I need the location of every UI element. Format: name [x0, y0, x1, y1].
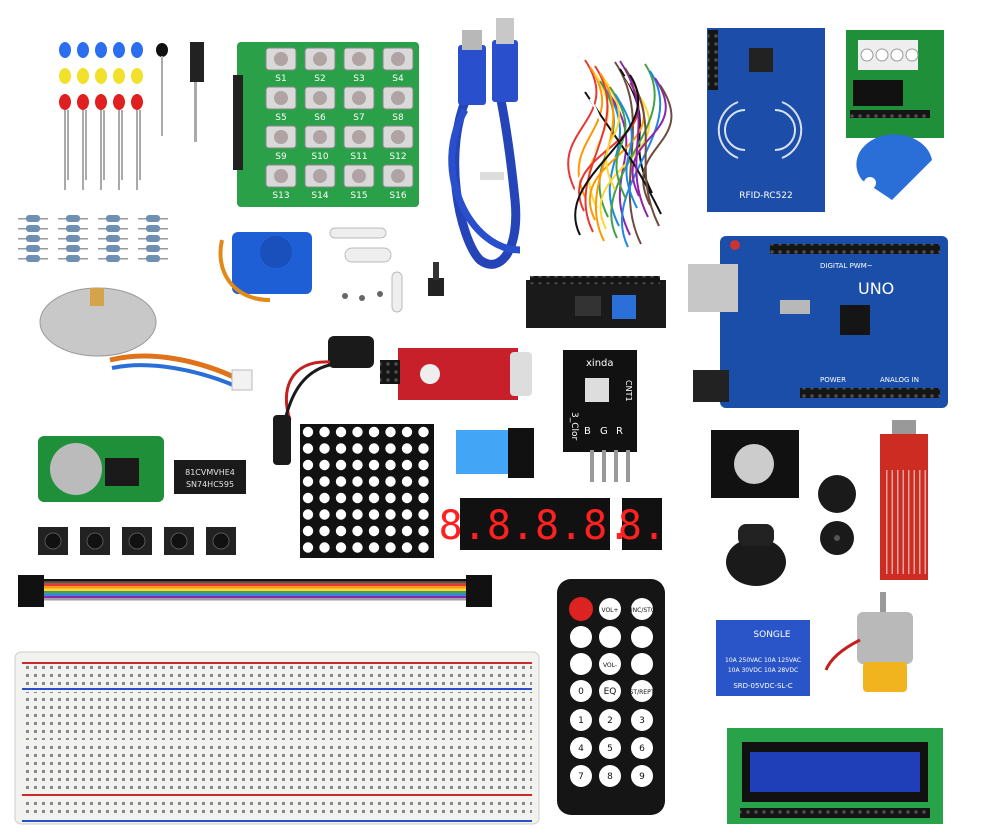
- rfid-module: RFID-RC522: [707, 28, 825, 212]
- keypad-key-label: S13: [272, 191, 289, 201]
- remote-button-label: FUNC/STOP: [625, 607, 660, 614]
- keypad-key-label: S5: [275, 113, 286, 123]
- keypad-key-label: S16: [389, 191, 406, 201]
- arduino-uno-board: UNO DIGITAL PWM~ POWER ANALOG IN: [688, 236, 948, 408]
- keypad-key-label: S15: [350, 191, 367, 201]
- dht11-sensor: [456, 428, 534, 478]
- rgb-side-label: 3_Clor: [569, 412, 579, 441]
- relay-brand: SONGLE: [753, 630, 791, 640]
- remote-button-label: EQ: [604, 687, 617, 697]
- keypad-key-label: S12: [389, 152, 406, 162]
- stepper-driver-board: [846, 30, 944, 138]
- rgb-pin-b: B: [584, 426, 591, 437]
- dc-motor: [824, 592, 913, 692]
- remote-button-label: 6: [639, 744, 645, 754]
- keypad-key-label: S4: [392, 74, 404, 84]
- one-digit-7-segment: 8.: [618, 498, 666, 550]
- remote-button-label: 1: [578, 716, 584, 726]
- lcd-1602-display: [727, 728, 943, 824]
- relay-module: SONGLE 10A 250VAC 10A 125VAC 10A 30VDC 1…: [716, 620, 810, 696]
- rgb-brand: xinda: [586, 358, 614, 369]
- rgb-led-module: xinda 3_Clor CNT1 B G R: [563, 350, 637, 482]
- remote-button-label: VOL+: [601, 607, 618, 614]
- rfid-label: RFID-RC522: [739, 191, 793, 201]
- servo-motor: [218, 232, 312, 302]
- dupont-ribbon-cable: [18, 575, 492, 607]
- remote-button-label: 2: [607, 716, 613, 726]
- remote-button-label: 7: [578, 772, 584, 782]
- led-set: [59, 42, 204, 190]
- keypad-key-label: S10: [311, 152, 328, 162]
- stepper-motor: [39, 287, 253, 391]
- rgb-cnt-label: CNT1: [624, 380, 633, 402]
- shift-register-chip: 81CVMVHE4 SN74HC595: [174, 460, 246, 494]
- resistor-set: [18, 215, 168, 262]
- breadboard: [14, 651, 540, 825]
- jumper-wires: [567, 59, 673, 248]
- keypad-key-label: S9: [275, 152, 287, 162]
- keypad-key-label: S3: [353, 74, 364, 84]
- relay-line1: 10A 250VAC 10A 125VAC: [725, 657, 801, 664]
- keypad-key-label: S1: [275, 74, 286, 84]
- remote-button-label: 3: [639, 716, 645, 726]
- remote-button-label: 9: [639, 772, 645, 782]
- keypad-key-label: S8: [392, 113, 404, 123]
- remote-button-label: 0: [578, 687, 584, 697]
- water-level-sensor: [880, 420, 928, 580]
- buzzers: [818, 475, 856, 555]
- keypad-key-label: S6: [314, 113, 326, 123]
- arduino-digital-label: DIGITAL PWM~: [820, 262, 873, 270]
- servo-horns: [329, 227, 403, 313]
- arduino-power-label: POWER: [820, 376, 846, 384]
- rtc-clock-module: [38, 436, 164, 502]
- sound-sensor-module: [380, 348, 532, 400]
- usb-cable: [448, 18, 521, 269]
- keypad-key-label: S11: [350, 152, 367, 162]
- four-digit-value: 8.8.8.8.: [439, 503, 632, 549]
- i2c-lcd-adapter: [526, 276, 666, 328]
- one-digit-value: 8.: [618, 503, 666, 549]
- chip-line2: SN74HC595: [186, 480, 234, 489]
- joystick-module: [711, 430, 799, 586]
- keypad-key-label: S2: [314, 74, 325, 84]
- rgb-pin-g: G: [600, 426, 608, 437]
- keypad-key-label: S7: [353, 113, 364, 123]
- chip-line1: 81CVMVHE4: [185, 468, 235, 477]
- remote-button-label: 8: [607, 772, 613, 782]
- rfid-key-tag: [856, 134, 932, 200]
- relay-model: SRD-05VDC-SL-C: [733, 682, 792, 690]
- arduino-brand: UNO: [858, 279, 894, 298]
- ir-remote-control: VOL+ FUNC/STOP VOL- EQ ST/REPT 0 1 2 3 4 5 6 7 8 9: [557, 579, 665, 815]
- led-dot-matrix: [300, 424, 434, 558]
- remote-button-label: ST/REPT: [630, 689, 655, 696]
- tactile-buttons: [38, 527, 236, 555]
- remote-button-label: 5: [607, 744, 613, 754]
- relay-line2: 10A 30VDC 10A 28VDC: [728, 667, 798, 674]
- battery-clip: [273, 336, 374, 465]
- remote-button-label: VOL-: [603, 662, 617, 669]
- potentiometer: [428, 262, 444, 296]
- keypad-key-label: S14: [311, 191, 328, 201]
- four-digit-7-segment: 8.8.8.8.: [439, 498, 632, 550]
- remote-button-label: 4: [578, 744, 584, 754]
- arduino-analog-label: ANALOG IN: [880, 376, 919, 384]
- rgb-pin-r: R: [616, 426, 623, 437]
